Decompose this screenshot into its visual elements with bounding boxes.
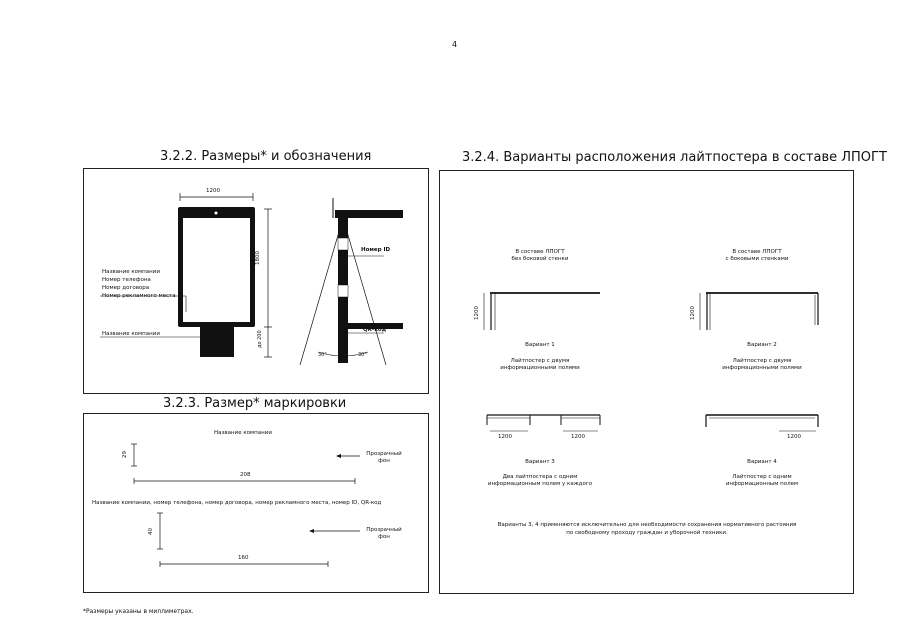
v4-desc-2: информационным полем <box>725 481 799 487</box>
label-phone: Номер телефона <box>102 277 151 283</box>
v3-dim-2: 1200 <box>571 434 585 440</box>
marking-dim-160: 160 <box>238 555 249 561</box>
page-number: 4 <box>452 40 458 49</box>
v1-desc-1: Лайтпостер с двумя <box>510 358 570 364</box>
label-place-number: Номер рекламного места <box>102 293 176 299</box>
variants-panel <box>439 170 854 594</box>
v2-title: Вариант 2 <box>747 342 777 348</box>
poster-labels: Название компании Номер телефона Номер д… <box>102 268 176 300</box>
label-contract: Номер договора <box>102 285 150 291</box>
v1-header-1: В составе ЛПОГТ <box>515 249 565 255</box>
v4-dim: 1200 <box>787 434 801 440</box>
variants-note-1: Варианты 3, 4 применяются исключительно … <box>497 522 797 528</box>
v2-dim: 1200 <box>690 306 696 320</box>
v2-header-2: с боковыми стенками <box>725 256 789 262</box>
v3-title: Вариант 3 <box>525 459 555 465</box>
id-label: Номер ID <box>361 247 391 253</box>
dimensions-panel <box>83 168 429 394</box>
v3-dim-1: 1200 <box>498 434 512 440</box>
v3-desc-2: информационным полем у каждого <box>487 481 593 487</box>
v4-desc-1: Лайтпостер с одним <box>732 474 792 480</box>
dimensions-title: 3.2.2. Размеры* и обозначения <box>160 149 372 164</box>
width-dimension: 1200 <box>206 188 220 194</box>
marking-title: 3.2.3. Размер* маркировки <box>163 396 347 411</box>
v1-desc-2: информационными полями <box>500 365 580 371</box>
base-company-label: Название компании <box>102 331 160 337</box>
v3-desc-1: Два лайтпостера с одним <box>502 474 578 480</box>
v1-header-2: без боковой стенки <box>511 256 569 262</box>
v1-dim: 1200 <box>474 306 480 320</box>
v2-desc-1: Лайтпостер с двумя <box>732 358 792 364</box>
marking-full-label: Название компании, номер телефона, номер… <box>92 500 382 506</box>
v2-header-1: В составе ЛПОГТ <box>732 249 782 255</box>
v4-title: Вариант 4 <box>747 459 777 465</box>
transparent-bg-1: Прозрачный фон <box>366 451 402 464</box>
v1-title: Вариант 1 <box>525 342 555 348</box>
qr-label: QR-код <box>363 327 387 333</box>
v2-desc-2: информационными полями <box>722 365 802 371</box>
angle-left: 30° <box>318 352 327 358</box>
variants-note-2: по свободному проходу граждан и уборочно… <box>566 530 728 536</box>
label-company: Название компании <box>102 269 160 275</box>
footnote: *Размеры указаны в миллиметрах. <box>83 608 194 615</box>
marking-panel <box>83 413 429 593</box>
variants-title: 3.2.4. Варианты расположения лайтпостера… <box>462 150 887 165</box>
marking-dim-208: 208 <box>240 472 251 478</box>
transparent-bg-2: Прозрачный фон <box>366 527 402 540</box>
angle-right: 30° <box>358 352 367 358</box>
marking-company-label: Название компании <box>214 430 272 436</box>
